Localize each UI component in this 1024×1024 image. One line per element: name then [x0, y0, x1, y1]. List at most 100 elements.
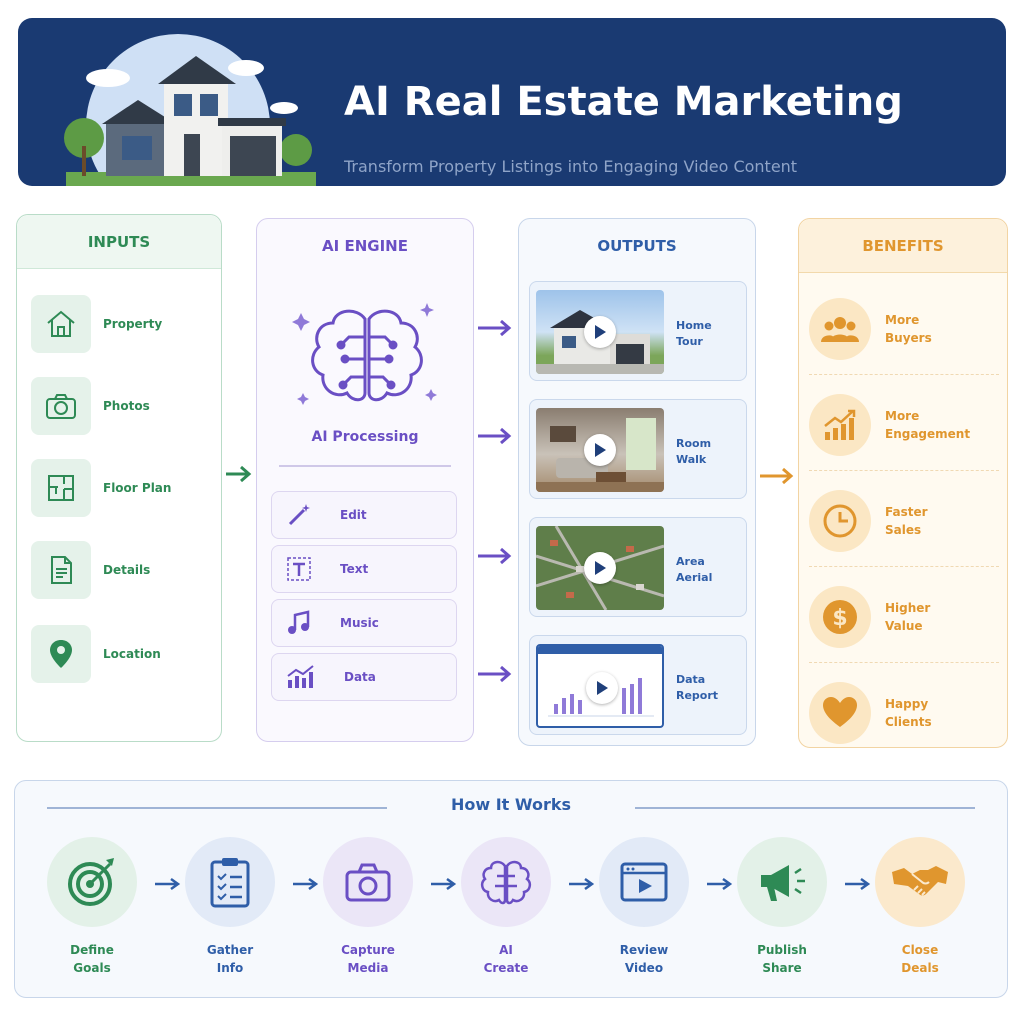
target-icon: [47, 837, 137, 927]
play-icon[interactable]: [584, 552, 616, 584]
brain-icon: [461, 837, 551, 927]
input-label: Property: [103, 317, 163, 331]
arrow-right-icon: [155, 877, 181, 891]
inputs-column: INPUTS Property Photos Floor Plan Detail…: [16, 214, 222, 742]
outputs-title: OUTPUTS: [597, 237, 677, 255]
tool-label: Music: [340, 616, 379, 630]
input-item-property: Property: [31, 295, 211, 353]
tool-data: Data: [271, 653, 457, 701]
page-title: AI Real Estate Marketing: [344, 79, 903, 125]
ai-processing-label: AI Processing: [311, 429, 419, 445]
page-subtitle: Transform Property Listings into Engagin…: [344, 157, 798, 176]
home-icon: [31, 295, 91, 353]
input-label: Details: [103, 563, 151, 577]
text-icon: [287, 557, 311, 581]
tool-music: Music: [271, 599, 457, 647]
play-icon[interactable]: [584, 316, 616, 348]
video-thumbnail[interactable]: [536, 644, 664, 728]
arrow-right-icon: [760, 467, 794, 485]
process-title: How It Works: [450, 795, 572, 814]
floor-plan-icon: [31, 459, 91, 517]
divider: [279, 465, 451, 467]
arrow-right-icon: [226, 465, 252, 483]
play-icon[interactable]: [586, 672, 618, 704]
music-note-icon: [288, 610, 310, 634]
arrow-right-icon: [478, 665, 512, 683]
video-thumbnail[interactable]: [536, 290, 664, 374]
svg-text:$: $: [832, 606, 847, 631]
benefits-title: BENEFITS: [799, 219, 1007, 273]
arrow-right-icon: [478, 427, 512, 445]
arrow-right-icon: [478, 547, 512, 565]
input-label: Floor Plan: [103, 481, 172, 495]
inputs-title: INPUTS: [17, 215, 221, 269]
location-pin-icon: [31, 625, 91, 683]
heart-icon: [809, 682, 871, 744]
tool-label: Edit: [340, 508, 367, 522]
video-icon: [599, 837, 689, 927]
clipboard-icon: [185, 837, 275, 927]
input-item-location: Location: [31, 625, 211, 683]
input-item-photos: Photos: [31, 377, 211, 435]
video-thumbnail[interactable]: [536, 408, 664, 492]
divider: [47, 807, 387, 809]
magic-wand-icon: [288, 504, 310, 526]
input-label: Location: [103, 647, 161, 661]
arrow-right-icon: [845, 877, 871, 891]
tool-edit: Edit: [271, 491, 457, 539]
video-thumbnail[interactable]: [536, 526, 664, 610]
megaphone-icon: [737, 837, 827, 927]
chart-icon: [287, 665, 314, 688]
camera-icon: [323, 837, 413, 927]
clock-icon: [809, 489, 871, 552]
camera-icon: [31, 377, 91, 435]
header-banner: AI Real Estate Marketing Transform Prope…: [18, 18, 1006, 186]
play-icon[interactable]: [584, 434, 616, 466]
ai-column: AI ENGINE AI Processing Edit Text Music: [256, 218, 474, 742]
tool-text: Text: [271, 545, 457, 593]
input-item-details: Details: [31, 541, 211, 599]
house-illustration: [64, 34, 316, 186]
input-item-floor-plan: Floor Plan: [31, 459, 211, 517]
tool-label: Text: [340, 562, 369, 576]
divider: [635, 807, 975, 809]
brain-icon: [292, 303, 437, 405]
arrow-right-icon: [431, 877, 457, 891]
people-icon: [809, 297, 871, 360]
arrow-right-icon: [569, 877, 595, 891]
tool-label: Data: [344, 670, 376, 684]
